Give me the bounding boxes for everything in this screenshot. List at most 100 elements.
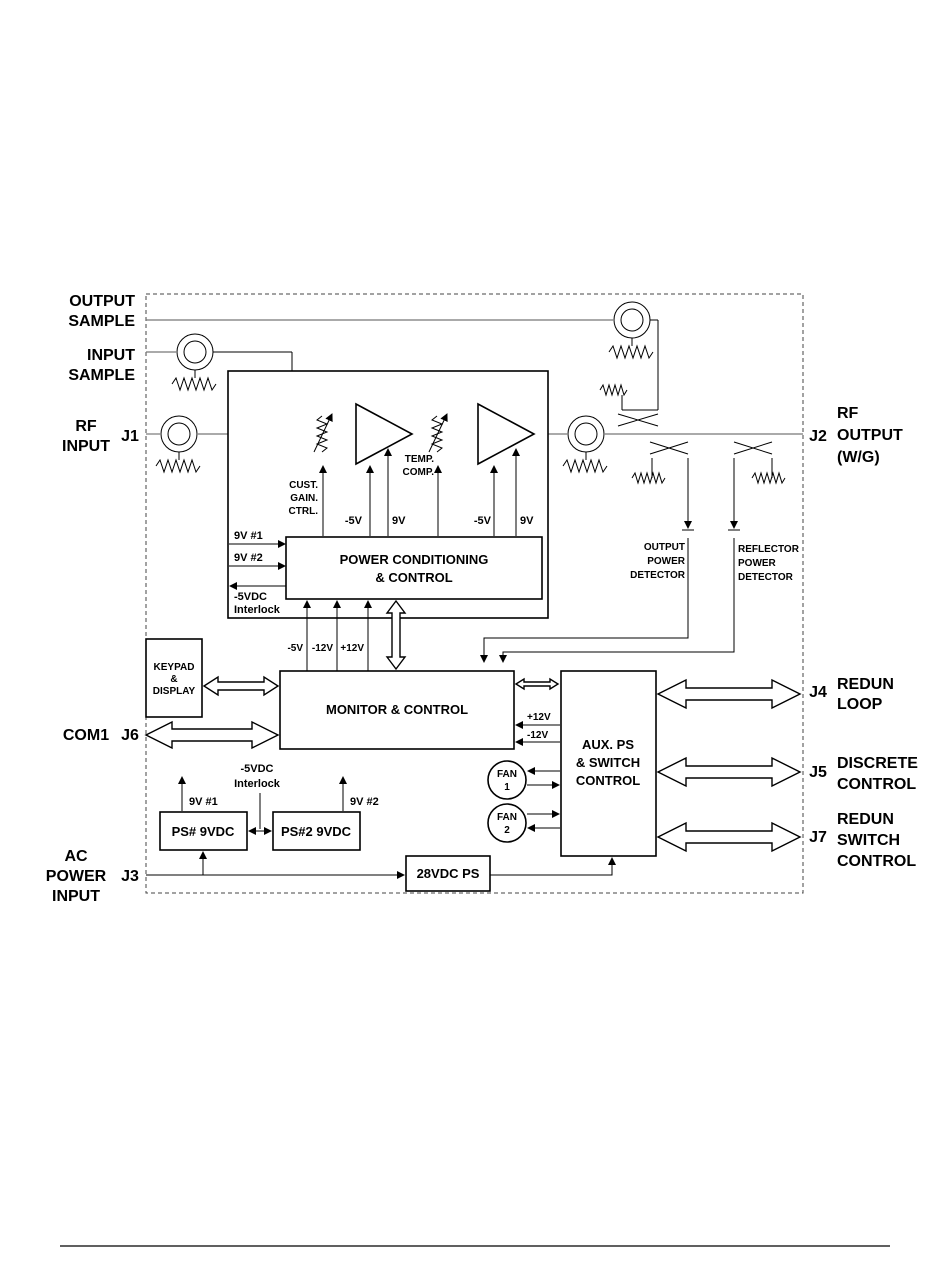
ps28-to-aux-wire [490,857,616,876]
svg-text:CONTROL: CONTROL [837,853,916,870]
fan-1-icon [487,760,527,800]
keypad-label-2: & [170,674,177,685]
svg-text:SAMPLE: SAMPLE [68,367,135,384]
circulator-rf-input-icon [155,415,201,474]
svg-text:(W/G): (W/G) [837,449,880,466]
svg-text:POWER: POWER [46,868,107,885]
connector-j1: J1 [121,428,139,445]
svg-text:CTRL.: CTRL. [289,506,319,517]
j7-bus [656,821,802,853]
svg-text:SAMPLE: SAMPLE [68,313,135,330]
connector-j3: J3 [121,868,139,885]
svg-text:CUST.: CUST. [289,480,318,491]
ps28-block [405,855,491,892]
temp-attenuator-icon [428,413,448,453]
com1-bus [144,720,280,750]
discrete-control-label: DISCRETE CONTROL [837,755,918,793]
svg-text:AC: AC [64,848,88,865]
mc-neg5-label: -5V [287,643,303,654]
rf-output-label: RF OUTPUT (W/G) [837,405,903,466]
mc-neg12-label: -12V [312,643,333,654]
svg-text:OUTPUT: OUTPUT [644,542,685,553]
pc-9v2-label: 9V #2 [234,552,263,564]
svg-text:RF: RF [75,418,97,435]
coupler-output-detector-icon [631,441,694,531]
amplifier-2-icon [477,402,536,466]
svg-text:DETECTOR: DETECTOR [738,572,794,583]
connector-j2: J2 [809,428,827,445]
output-power-detector-label: OUTPUT POWER DETECTOR [630,542,686,581]
keypad-mc-bus [202,675,280,697]
circulator-output-sample-icon [608,301,659,410]
ps-interlock-label-2: Interlock [234,778,281,790]
redun-switch-control-label: REDUN SWITCH CONTROL [837,811,916,870]
svg-text:RF: RF [837,405,859,422]
svg-text:POWER: POWER [647,556,686,567]
pc-interlock-label-1: -5VDC [234,591,267,603]
ps-interlock-label-1: -5VDC [240,763,273,775]
gain-attenuator-icon [313,413,333,453]
svg-text:COMP.: COMP. [403,467,435,478]
aux-ps-label-2: & SWITCH [576,755,640,770]
mc-pos12-label: +12V [340,643,364,654]
ps1-label: PS# 9VDC [172,824,235,839]
power-conditioning-subtitle: & CONTROL [375,570,452,585]
svg-text:TEMP.: TEMP. [405,454,434,465]
enclosure-outline [145,293,804,894]
keypad-label-1: KEYPAD [154,662,195,673]
connector-j7: J7 [809,829,827,846]
output-detector-wire [480,538,689,663]
ps28-label: 28VDC PS [417,866,480,881]
ps2-label: PS#2 9VDC [281,824,352,839]
monitor-control-block [279,670,515,750]
connector-j5: J5 [809,764,827,781]
fan-1-label-2: 1 [504,782,510,793]
com1-label: COM1 [63,727,109,744]
reflector-power-detector-label: REFLECTOR POWER DETECTOR [738,544,800,583]
svg-text:REDUN: REDUN [837,676,894,693]
ps2-out-label: 9V #2 [350,796,379,808]
amp2-neg5-label: -5V [474,515,492,527]
rf-input-label: RF INPUT [62,418,110,455]
mc-pc-bus [385,599,407,671]
aux-ps-label-1: AUX. PS [582,737,634,752]
svg-text:DETECTOR: DETECTOR [630,570,686,581]
connector-j4: J4 [809,684,827,701]
j4-bus [656,678,802,710]
mc-aux-bus [514,677,560,691]
connector-j6: J6 [121,727,139,744]
power-conditioning-block [285,536,543,600]
cust-gain-label: CUST. GAIN. CTRL. [289,480,319,517]
svg-text:OUTPUT: OUTPUT [837,427,903,444]
svg-text:GAIN.: GAIN. [290,493,318,504]
svg-text:INPUT: INPUT [62,438,110,455]
pc-9v1-label: 9V #1 [234,530,263,542]
svg-text:LOOP: LOOP [837,696,883,713]
ps1-block [159,811,248,851]
aux-pos12-label: +12V [527,712,551,723]
keypad-label-3: DISPLAY [153,686,196,697]
svg-text:REDUN: REDUN [837,811,894,828]
svg-text:REFLECTOR: REFLECTOR [738,544,800,555]
reflector-detector-wire [499,538,735,663]
aux-ps-label-3: CONTROL [576,773,640,788]
svg-text:INPUT: INPUT [87,347,135,364]
amp2-9v-label: 9V [520,515,534,527]
keypad-display-block [145,638,203,718]
ac-power-input-label: AC POWER INPUT [46,848,107,905]
svg-text:DISCRETE: DISCRETE [837,755,918,772]
svg-text:OUTPUT: OUTPUT [69,293,135,310]
fan-1-label-1: FAN [497,769,517,780]
coupler-reflector-detector-icon [728,441,786,531]
svg-text:SWITCH: SWITCH [837,832,900,849]
ps1-out-label: 9V #1 [189,796,218,808]
j5-bus [656,756,802,788]
fan-2-label-1: FAN [497,812,517,823]
aux-ps-block [560,670,657,857]
power-conditioning-title: POWER CONDITIONING [340,552,489,567]
ps2-block [272,811,361,851]
svg-text:POWER: POWER [738,558,777,569]
svg-text:INPUT: INPUT [52,888,100,905]
fan-2-icon [487,803,527,843]
